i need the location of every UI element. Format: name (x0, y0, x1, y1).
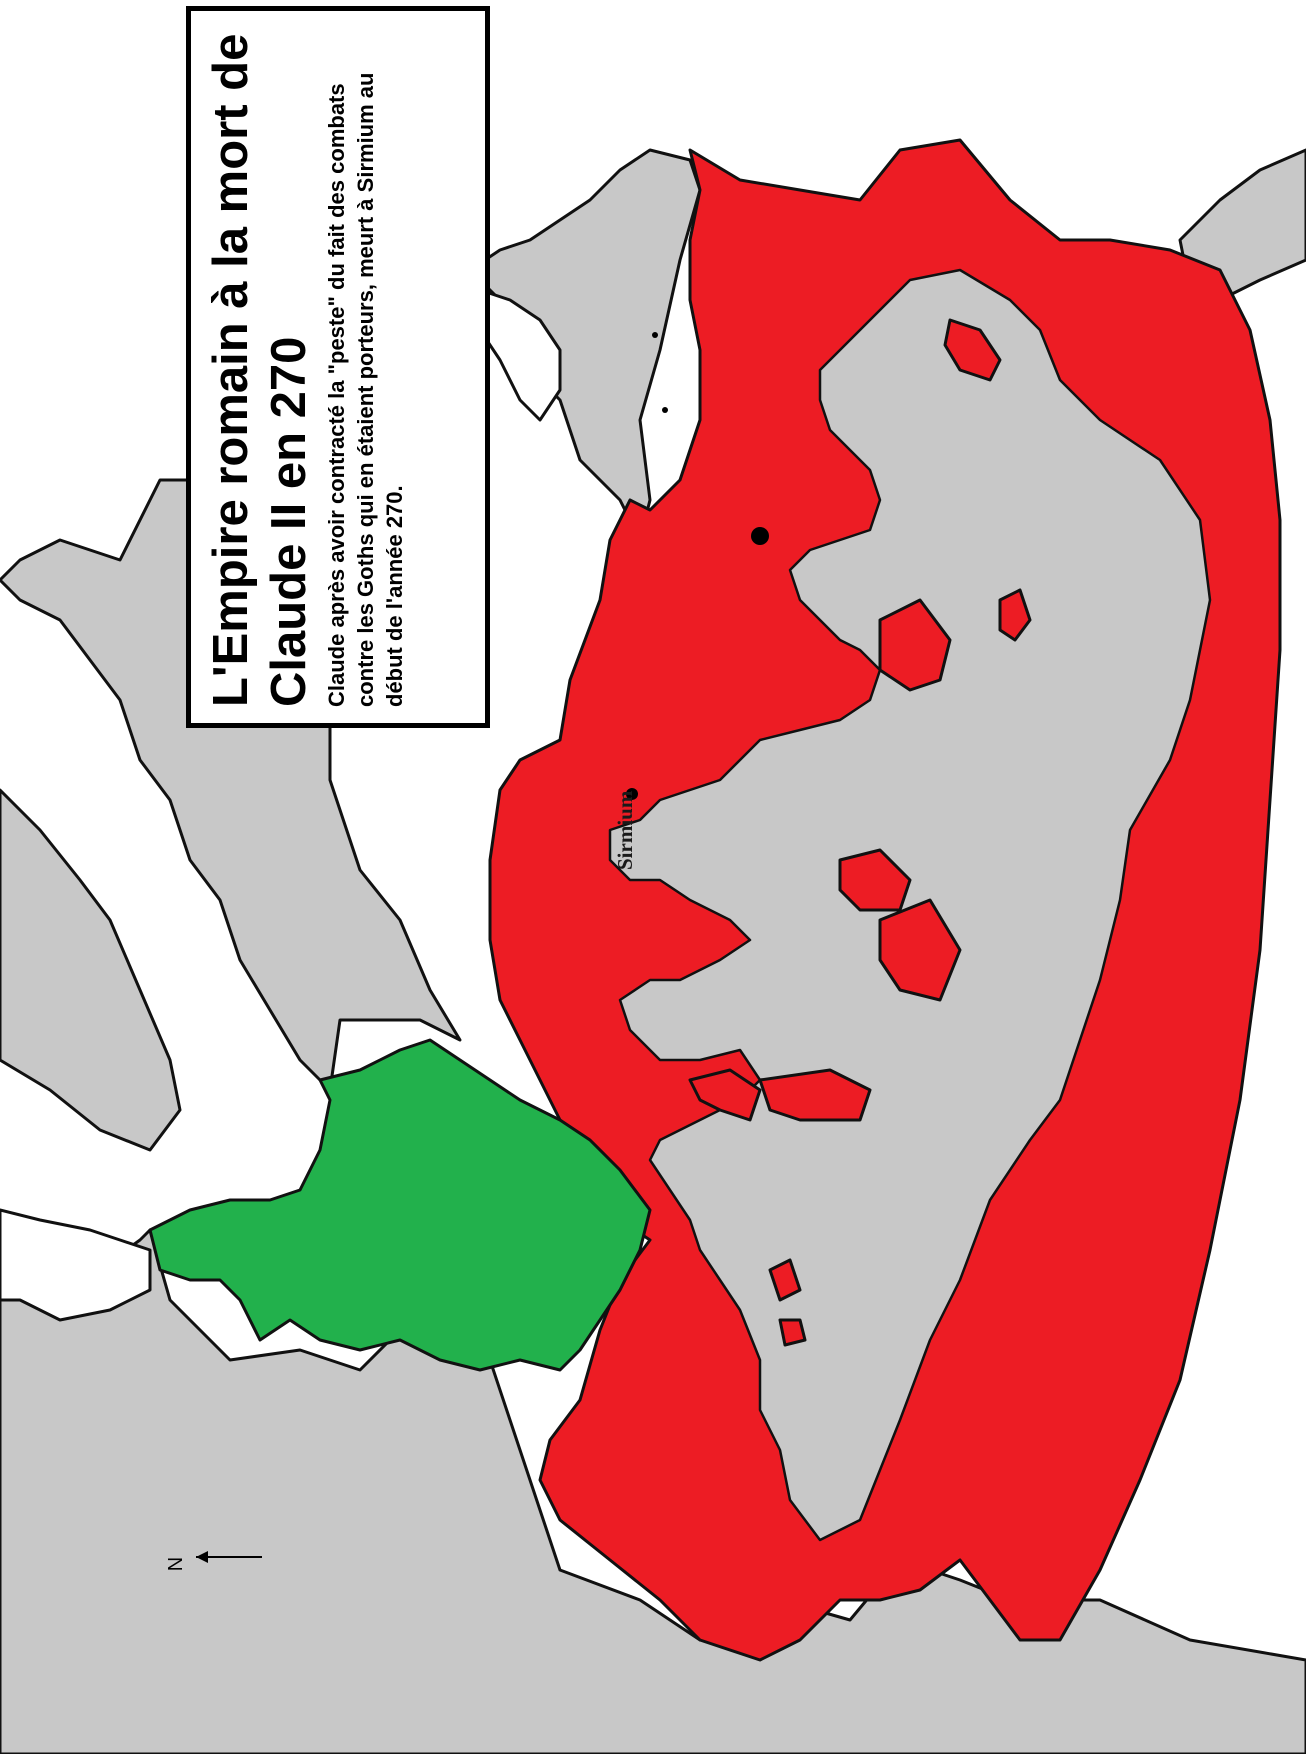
map-caption: Claude après avoir contracté la "peste" … (324, 72, 407, 707)
marker-dot (652, 332, 658, 338)
island-9 (778, 1318, 807, 1347)
inner-sea (608, 268, 1212, 1542)
gallic-empire-territory[interactable] (148, 1038, 652, 1372)
water-northeast-inlet (478, 288, 562, 422)
island-8 (768, 1258, 802, 1302)
title-inner: L'Empire romain à la mort de Claude II e… (196, 17, 480, 717)
city-dot-sirmium[interactable] (626, 788, 638, 800)
island-4 (838, 848, 912, 912)
marker-dot (662, 407, 668, 413)
island-2 (998, 588, 1032, 642)
island-1 (943, 318, 1002, 382)
water-north-inlet (0, 1208, 152, 1322)
land-northeast-coast (468, 148, 702, 542)
north-arrow-label: N (165, 1557, 187, 1571)
map-title: L'Empire romain à la mort de Claude II e… (204, 33, 316, 707)
island-3 (878, 598, 952, 692)
marker-dot (751, 527, 769, 545)
island-5 (878, 898, 962, 1002)
city-label-sirmium: Sirmium (613, 790, 637, 870)
island-7 (758, 1068, 872, 1122)
title-box: L'Empire romain à la mort de Claude II e… (186, 6, 490, 728)
island-6 (688, 1068, 762, 1122)
land-peninsula-north (0, 788, 182, 1152)
north-arrow: N (165, 1551, 262, 1571)
